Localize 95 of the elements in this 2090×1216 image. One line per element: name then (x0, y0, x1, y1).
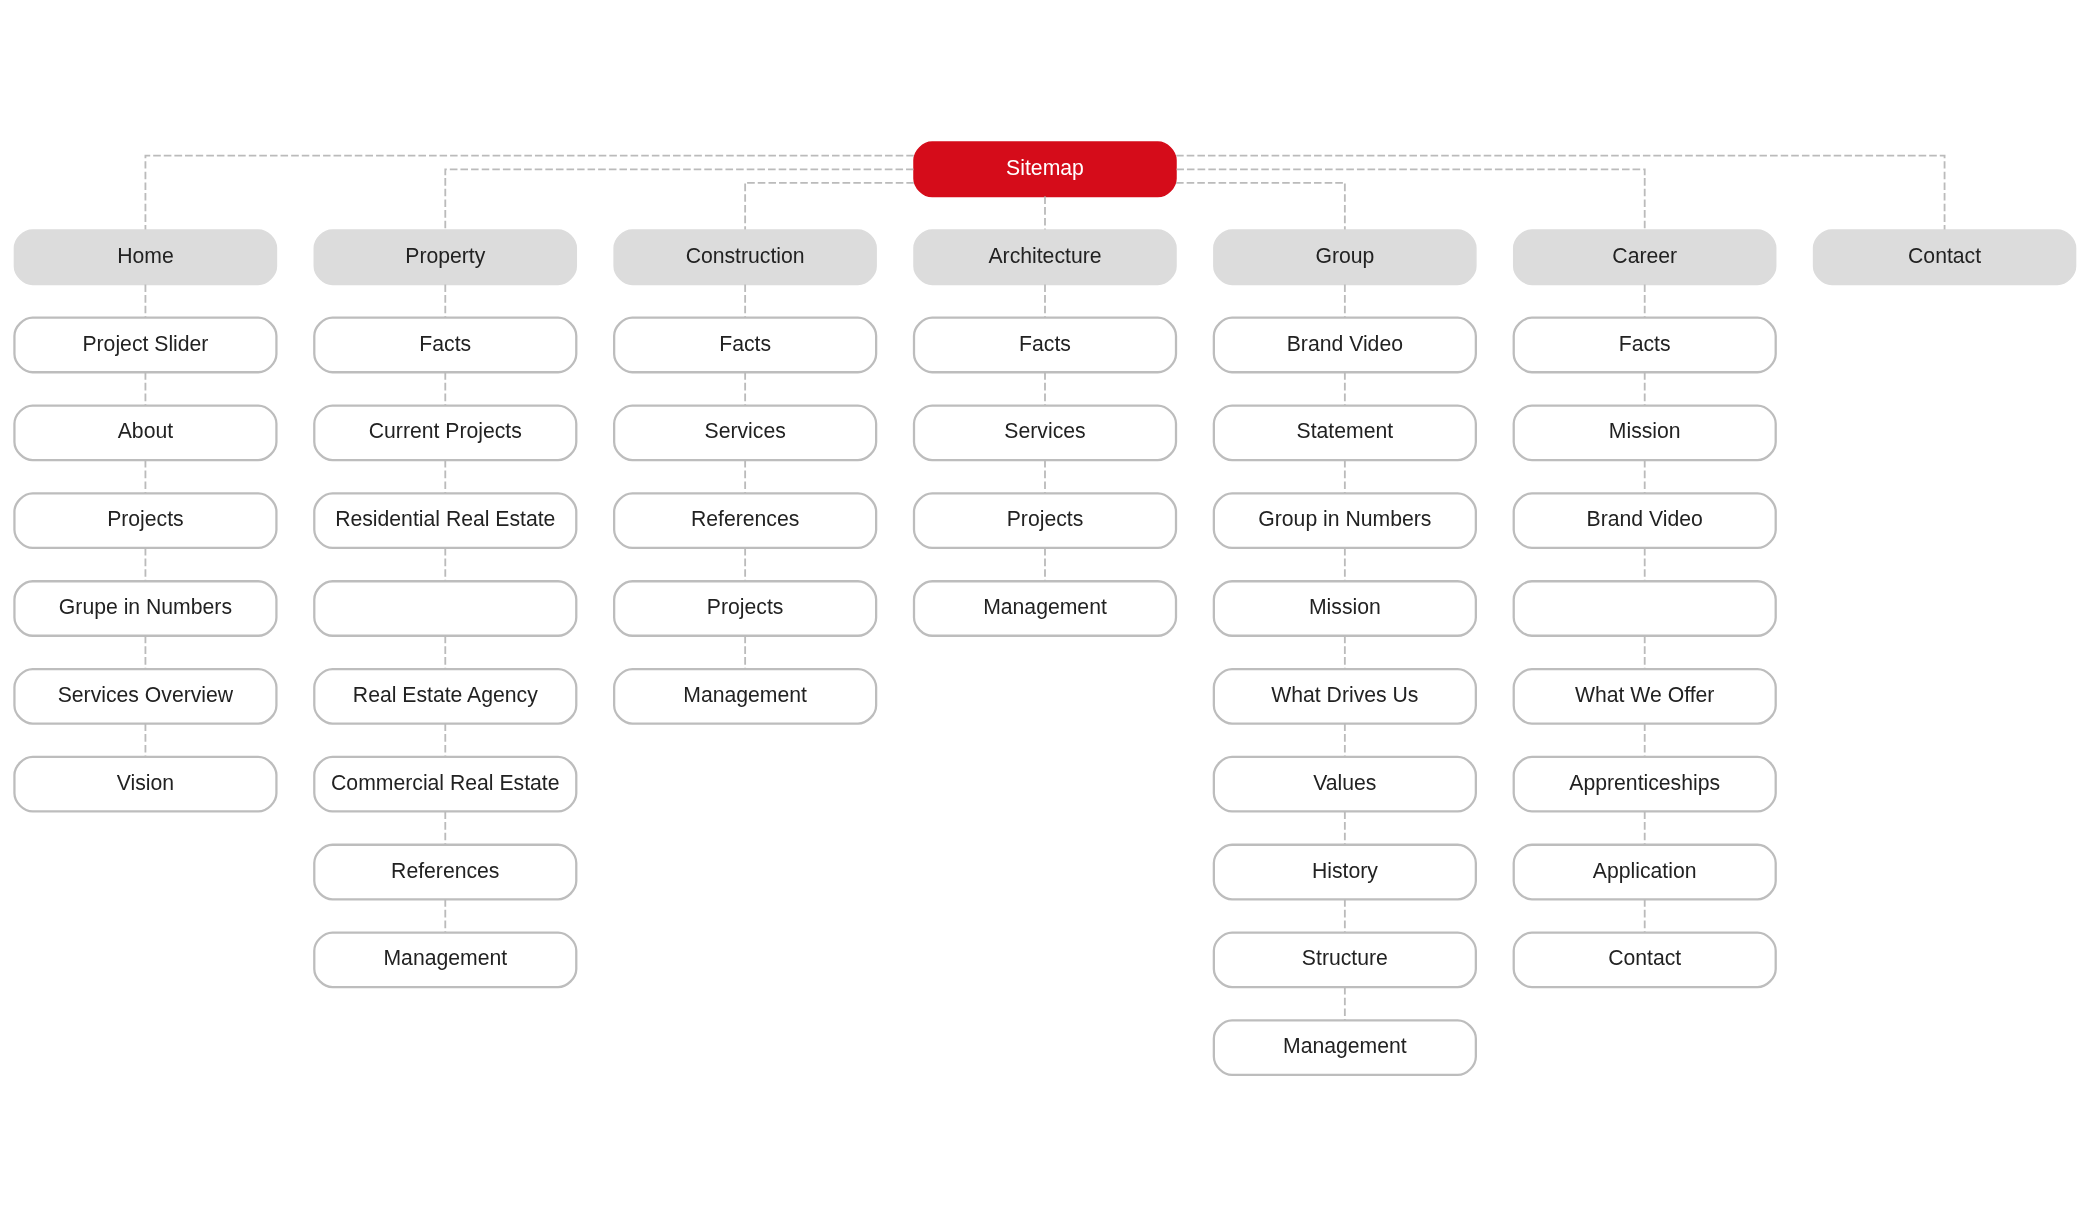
node-box: Structure (1212, 930, 1477, 988)
node-box: What We Offer (1512, 667, 1777, 725)
node-box: Application (1512, 843, 1777, 900)
connector (1643, 634, 1646, 670)
connector (744, 181, 915, 230)
connector (444, 897, 447, 933)
node-box: Vision (13, 755, 278, 813)
node-box: Current Projects (313, 403, 578, 461)
connector (444, 722, 447, 757)
connector (1643, 810, 1646, 845)
node-box: Group in Numbers (1212, 491, 1477, 549)
node-box: Services (613, 403, 878, 461)
connector (1343, 283, 1346, 318)
connector (744, 370, 747, 406)
connector (1643, 370, 1646, 406)
connector (1343, 546, 1346, 582)
node-box: Services (912, 403, 1178, 461)
connector (744, 546, 747, 582)
connector (144, 154, 915, 230)
node-box: Project Slider (13, 316, 278, 373)
connector (444, 810, 447, 845)
node-box: Values (1212, 755, 1477, 813)
node-box (1512, 579, 1777, 637)
node-box: Residential Real Estate (313, 491, 578, 549)
connector (444, 458, 447, 494)
node-box: Facts (1512, 316, 1777, 373)
connector (744, 634, 747, 670)
connector (444, 370, 447, 406)
connector (144, 546, 147, 582)
connector (1175, 181, 1346, 230)
connector (144, 458, 147, 494)
connector (1343, 458, 1346, 494)
node-box: Statement (1212, 403, 1477, 461)
node-box: Contact (1512, 930, 1777, 988)
connector (1643, 283, 1646, 318)
node-box: Property (313, 228, 578, 285)
connector (1175, 167, 1646, 231)
node-box: About (13, 403, 278, 461)
connector (1643, 897, 1646, 933)
connector (744, 458, 747, 494)
node-box: Projects (13, 491, 278, 549)
node-box: Projects (912, 491, 1178, 549)
node-box: Management (912, 579, 1178, 637)
connector (1044, 458, 1046, 494)
connector (1044, 283, 1046, 318)
node-box: Mission (1212, 579, 1477, 637)
connector (1643, 722, 1646, 757)
node-box: Facts (912, 316, 1178, 373)
node-box: Facts (313, 316, 578, 373)
node-box: Services Overview (13, 667, 278, 725)
node-box: Sitemap (913, 140, 1177, 197)
node-box: Management (613, 667, 878, 725)
connector (444, 634, 447, 670)
node-box: Home (13, 228, 278, 285)
connector (1343, 985, 1346, 1021)
connector (1175, 154, 1946, 230)
node-box: What Drives Us (1212, 667, 1477, 725)
node-box: Management (313, 930, 578, 988)
connector (1044, 370, 1046, 406)
node-box: References (613, 491, 878, 549)
node-box: References (313, 843, 578, 900)
connector (1643, 458, 1646, 494)
node-box: Apprenticeships (1512, 755, 1777, 813)
node-box: Brand Video (1512, 491, 1777, 549)
node-box: Contact (1812, 228, 2077, 285)
connector (144, 722, 147, 757)
connector (444, 546, 447, 582)
connector (1044, 546, 1046, 582)
node-box: History (1212, 843, 1477, 900)
node-box: Construction (613, 228, 877, 285)
node-box: Grupe in Numbers (13, 579, 278, 637)
connector (1343, 897, 1346, 933)
node-box: Projects (613, 579, 878, 637)
node-box: Mission (1512, 403, 1777, 461)
connector (144, 370, 147, 406)
node-box (313, 579, 578, 637)
connector (444, 283, 447, 318)
connector (1643, 546, 1646, 582)
node-box: Group (1213, 228, 1477, 285)
node-box: Real Estate Agency (313, 667, 578, 725)
node-box: Career (1512, 228, 1777, 285)
connector (444, 167, 915, 231)
connector (1044, 195, 1046, 230)
connector (744, 283, 747, 318)
connector (144, 634, 147, 670)
node-box: Brand Video (1212, 316, 1477, 373)
connector (1343, 634, 1346, 670)
node-box: Management (1212, 1018, 1477, 1076)
connector (1343, 722, 1346, 757)
node-box: Commercial Real Estate (313, 755, 578, 813)
connector (1343, 370, 1346, 406)
node-box: Facts (613, 316, 878, 373)
connector (1343, 810, 1346, 845)
node-box: Architecture (913, 228, 1177, 285)
connector (144, 283, 147, 318)
